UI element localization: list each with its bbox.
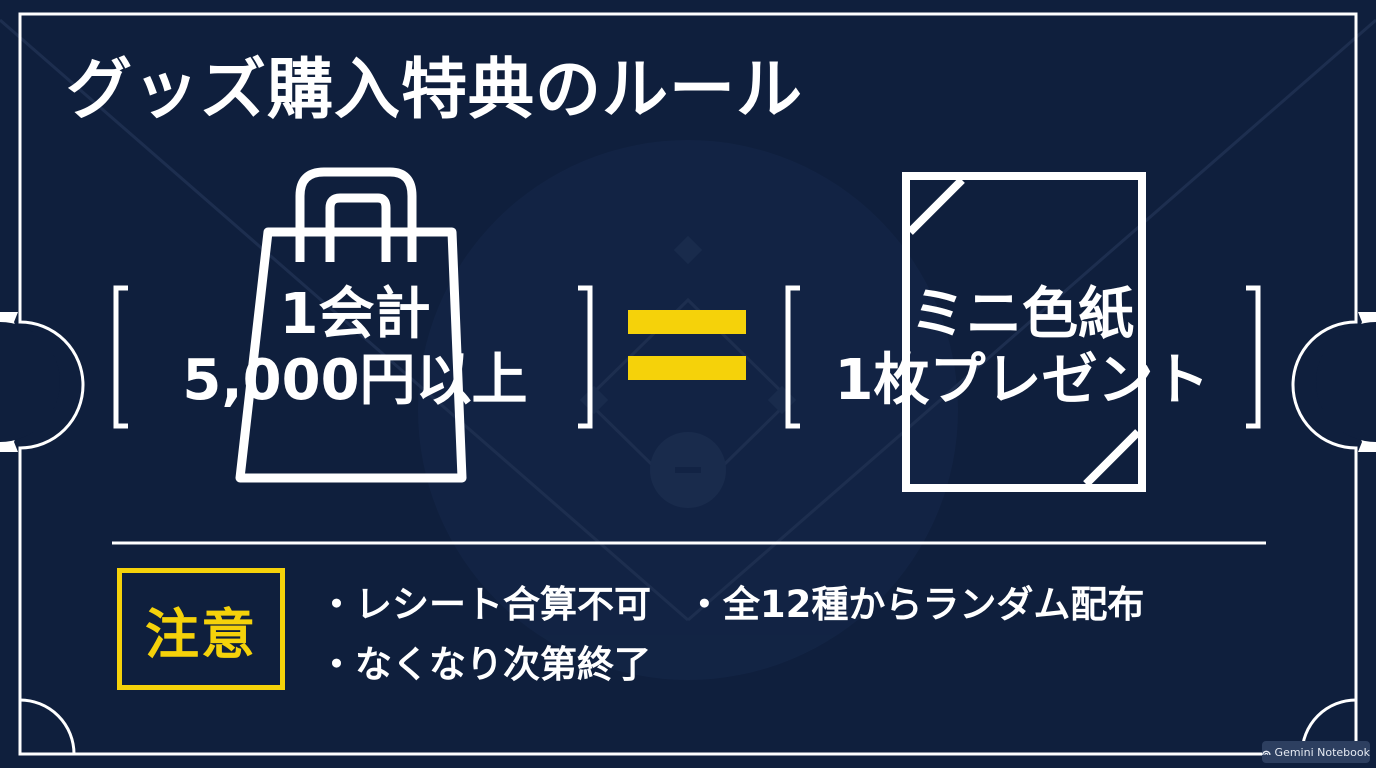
gemini-logo-icon: [1262, 750, 1271, 756]
notes-row-2: ・なくなり次第終了: [318, 643, 651, 687]
note-item: ・全12種からランダム配布: [685, 583, 1145, 626]
reward-line-1: ミニ色紙: [910, 282, 1134, 347]
caution-label: 注意: [117, 568, 285, 690]
note-item: ・レシート合算不可: [318, 583, 651, 626]
gemini-notebook-badge: Gemini Notebook: [1262, 741, 1370, 763]
condition-line-1: 1会計: [279, 282, 431, 347]
baseball-field-watermark: [0, 18, 1376, 680]
ticket-perforation-left: [0, 312, 60, 452]
ticket-perforation-right: [1316, 312, 1376, 452]
equals-icon: [628, 310, 746, 380]
bracket-right-close: [1246, 285, 1261, 429]
reward-description: ミニ色紙 1枚プレゼント: [802, 282, 1242, 413]
corner-arc-bottom-left: [19, 698, 76, 755]
badge-label: Gemini Notebook: [1274, 745, 1370, 759]
bracket-right-open: [785, 285, 800, 429]
notes-row-1: ・レシート合算不可 ・全12種からランダム配布: [318, 583, 1144, 627]
reward-line-2: 1枚プレゼント: [834, 347, 1210, 413]
shopping-bag-icon: [235, 167, 467, 483]
shikishi-board-icon: [902, 172, 1146, 492]
purchase-condition: 1会計 5,000円以上: [130, 282, 580, 413]
bracket-left-open: [113, 285, 128, 429]
condition-line-2: 5,000円以上: [182, 347, 528, 413]
page-title: グッズ購入特典のルール: [66, 51, 803, 128]
bracket-left-close: [578, 285, 593, 429]
note-item: ・なくなり次第終了: [318, 643, 651, 686]
